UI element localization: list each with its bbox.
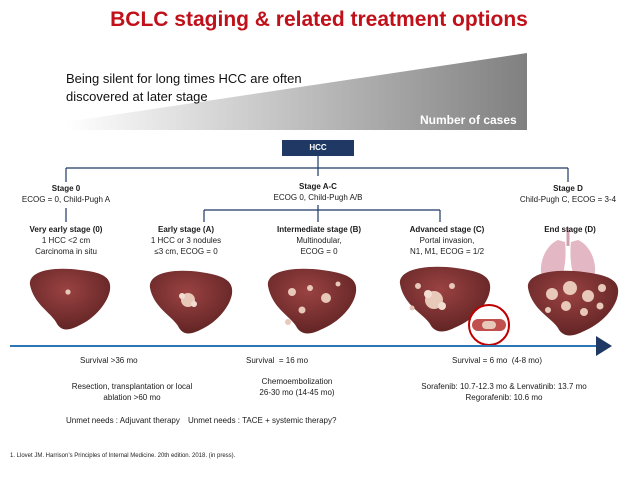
cases-wedge (66, 53, 527, 130)
group-stage-d-sub: Child-Pugh C, ECOG = 3-4 (519, 195, 617, 204)
stage-line: ECOG = 0 (300, 247, 338, 256)
unmet-needs-early: Unmet needs : Adjuvant therapy (66, 416, 180, 425)
treatment-intermediate: Chemoembolization 26-30 mo (14-45 mo) (242, 376, 352, 398)
treatment-line: ablation >60 mo (103, 393, 161, 402)
treatment-line: Resection, transplantation or local (71, 382, 193, 391)
stage-line: N1, M1, ECOG = 1/2 (409, 247, 485, 256)
number-of-cases-label: Number of cases (420, 113, 517, 127)
stage-end: End stage (D) (530, 224, 610, 235)
group-stage-0-sub: ECOG = 0, Child-Pugh A (21, 195, 111, 204)
survival-advanced: Survival = 6 mo (4-8 mo) (452, 356, 543, 365)
treatment-line: Regorafenib: 10.6 mo (465, 393, 543, 402)
survival-early: Survival >36 mo (80, 356, 138, 365)
stage-early: Early stage (A) 1 HCC or 3 nodules ≤3 cm… (136, 224, 236, 257)
stage-title: End stage (D) (544, 225, 596, 234)
stage-title: Intermediate stage (B) (276, 225, 362, 234)
vessel-inset (468, 304, 510, 346)
stage-line: ≤3 cm, ECOG = 0 (154, 247, 218, 256)
liver-advanced (399, 266, 491, 332)
stage-line: 1 HCC <2 cm (41, 236, 91, 245)
treatment-early: Resection, transplantation or local abla… (58, 381, 206, 403)
group-stage-a-c: Stage A-C ECOG 0, Child-Pugh A/B (258, 181, 378, 203)
reference-footnote: 1. Llovet JM. Harrison’s Principles of I… (10, 453, 236, 459)
group-stage-0-title: Stage 0 (51, 184, 81, 193)
treatment-line: Chemoembolization (261, 377, 333, 386)
treatment-advanced: Sorafenib: 10.7-12.3 mo & Lenvatinib: 13… (404, 381, 604, 403)
group-stage-a-c-title: Stage A-C (299, 182, 337, 191)
stage-title: Very early stage (0) (29, 225, 103, 234)
stage-line: Carcinoma in situ (35, 247, 97, 256)
hcc-root-box: HCC (282, 140, 354, 156)
liver-early (149, 270, 233, 334)
group-stage-d: Stage D Child-Pugh C, ECOG = 3-4 (508, 183, 628, 205)
stage-intermediate: Intermediate stage (B) Multinodular, ECO… (262, 224, 376, 257)
liver-end (527, 270, 619, 336)
stage-line: Multinodular, (296, 236, 342, 245)
stage-line: Portal invasion, (419, 236, 475, 245)
unmet-needs-intermediate: Unmet needs : TACE + systemic therapy? (188, 416, 337, 425)
survival-intermediate: Survival = 16 mo (246, 356, 309, 365)
liver-intermediate (267, 268, 357, 334)
group-stage-d-title: Stage D (553, 184, 583, 193)
treatment-line: 26-30 mo (14-45 mo) (259, 388, 335, 397)
lungs (540, 228, 596, 280)
intro-text: Being silent for long times HCC are ofte… (66, 71, 302, 104)
stage-very-early: Very early stage (0) 1 HCC <2 cm Carcino… (10, 224, 122, 257)
stage-title: Advanced stage (C) (409, 225, 485, 234)
liver-very-early (29, 268, 111, 330)
group-stage-a-c-sub: ECOG 0, Child-Pugh A/B (273, 193, 363, 202)
stage-line: 1 HCC or 3 nodules (150, 236, 222, 245)
group-stage-0: Stage 0 ECOG = 0, Child-Pugh A (6, 183, 126, 205)
stage-advanced: Advanced stage (C) Portal invasion, N1, … (392, 224, 502, 257)
timeline-arrow (10, 336, 612, 356)
tree-lines (65, 156, 569, 222)
stage-title: Early stage (A) (157, 225, 215, 234)
treatment-line: Sorafenib: 10.7-12.3 mo & Lenvatinib: 13… (421, 382, 587, 391)
page-title: BCLC staging & related treatment options (110, 8, 528, 31)
